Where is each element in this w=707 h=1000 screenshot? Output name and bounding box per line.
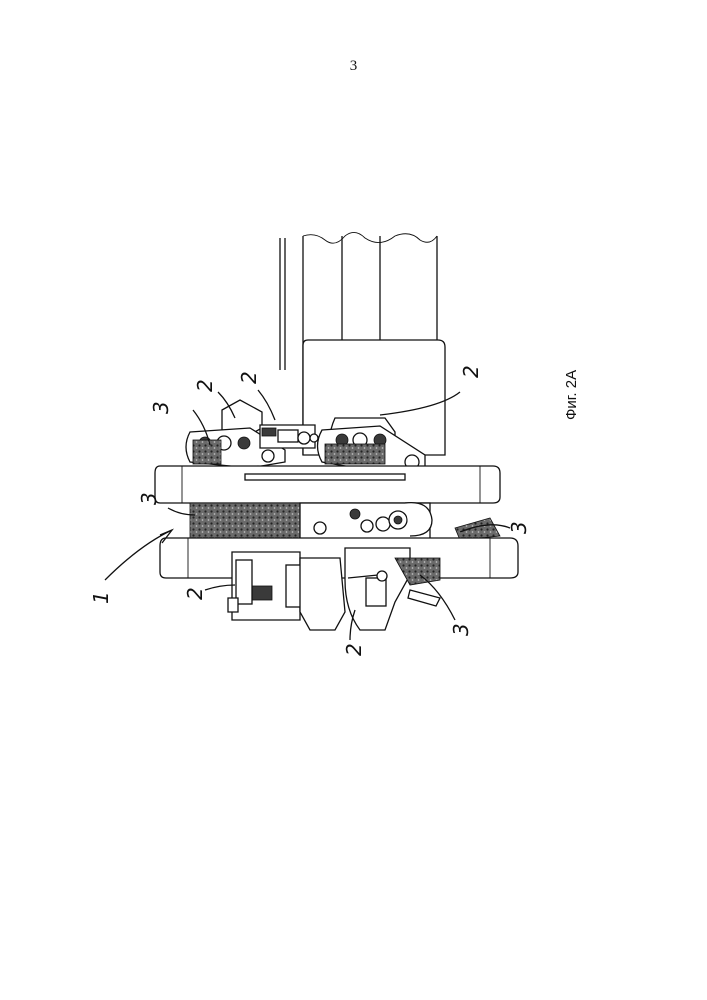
label-2-top-right: 2 <box>459 365 483 378</box>
label-3-middle-right: 3 <box>507 521 531 534</box>
label-3-top: 3 <box>149 401 173 414</box>
upper-pad-right <box>325 444 385 464</box>
upper-pad-left <box>193 440 221 464</box>
label-3-lower-right: 3 <box>449 623 473 636</box>
label-2-lower-mid: 2 <box>342 643 366 656</box>
upper-plate <box>155 466 500 503</box>
label-2-top-mid: 2 <box>237 371 261 384</box>
label-3-middle-left: 3 <box>137 492 161 505</box>
lower-mechanism <box>228 548 440 630</box>
middle-section <box>190 503 500 540</box>
label-2-top-left: 2 <box>193 379 217 392</box>
label-2-lower-left: 2 <box>183 587 207 600</box>
label-assembly: 1 <box>89 591 113 604</box>
